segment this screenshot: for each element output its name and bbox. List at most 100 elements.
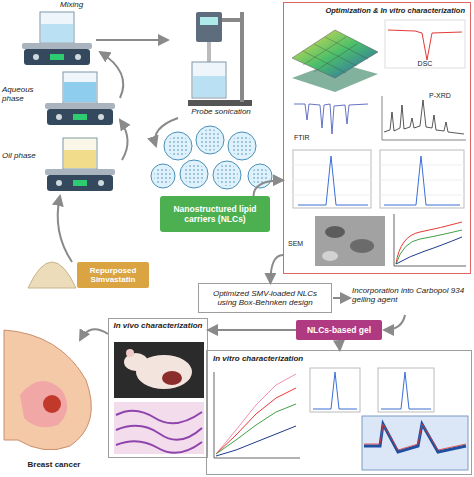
plate bbox=[45, 103, 115, 109]
ftir-curve bbox=[294, 104, 368, 134]
step-label: Probe sonication bbox=[176, 108, 266, 117]
display bbox=[50, 54, 64, 60]
axis bbox=[214, 372, 300, 458]
size-peak bbox=[313, 372, 357, 409]
display bbox=[200, 17, 218, 25]
plot-frame bbox=[293, 150, 371, 208]
flow-connector bbox=[270, 255, 283, 283]
in-vitro-panel: In vitro characterization bbox=[206, 350, 472, 475]
histology bbox=[114, 402, 204, 454]
rheology-line bbox=[364, 424, 466, 450]
liquid bbox=[41, 24, 73, 42]
plot-frame bbox=[385, 20, 465, 68]
response-surface bbox=[292, 30, 378, 78]
stirrer bbox=[45, 72, 115, 125]
particle bbox=[164, 132, 192, 160]
particle-core bbox=[167, 135, 189, 157]
beaker bbox=[192, 62, 226, 98]
particle-core bbox=[154, 167, 172, 185]
particle-core bbox=[199, 129, 221, 151]
tissue-strand bbox=[116, 411, 202, 453]
release-line bbox=[216, 388, 296, 454]
release-line bbox=[216, 404, 296, 454]
beaker bbox=[63, 72, 97, 103]
flow-arrow bbox=[80, 329, 108, 340]
release-curve bbox=[396, 222, 462, 264]
flow-arrow bbox=[384, 315, 405, 330]
plot-label: DSC bbox=[410, 60, 440, 68]
beaker bbox=[40, 12, 74, 43]
nlc-particles bbox=[151, 126, 272, 189]
flow-arrow bbox=[100, 52, 123, 98]
base bbox=[24, 49, 90, 65]
dsc-curve bbox=[388, 30, 462, 60]
carrier-box: Nanostructured lipid carriers (NLCs) bbox=[160, 196, 270, 232]
particle bbox=[213, 161, 241, 189]
plot-label: SEM bbox=[288, 240, 314, 248]
xrd-curve bbox=[384, 100, 464, 134]
flow-arrow bbox=[120, 120, 128, 160]
base bbox=[47, 175, 113, 191]
beaker bbox=[63, 138, 97, 169]
flow-connector bbox=[208, 329, 296, 331]
plot-frame bbox=[310, 368, 360, 412]
particle bbox=[228, 132, 256, 160]
gel-box: NLCs-based gel bbox=[296, 320, 382, 340]
plot-frame bbox=[380, 150, 464, 208]
particle bbox=[151, 164, 175, 188]
tumor bbox=[162, 371, 182, 385]
particle bbox=[196, 126, 224, 154]
knob bbox=[98, 114, 104, 120]
plot-frame bbox=[378, 368, 434, 412]
sonicator-head bbox=[196, 12, 222, 42]
process-box: Optimized SMV-loaded NLCs using Box-Behn… bbox=[198, 283, 332, 313]
plate bbox=[45, 169, 115, 175]
node-text: Nanostructured lipid carriers (NLCs) bbox=[164, 204, 266, 224]
flow-arrow bbox=[58, 196, 72, 262]
particle-core bbox=[251, 167, 269, 185]
node-text: Optimization & In vitro characterization bbox=[289, 6, 465, 15]
node-text: In vivo characterization bbox=[112, 321, 204, 330]
drug-box: Repurposed Simvastatin bbox=[77, 262, 149, 288]
step-label: Mixing bbox=[60, 1, 100, 10]
knob bbox=[98, 180, 104, 186]
release-curve bbox=[396, 230, 462, 264]
size-peak bbox=[298, 156, 368, 205]
node-text: NLCs-based gel bbox=[307, 325, 371, 335]
flow-arrow bbox=[96, 39, 168, 41]
tumor bbox=[43, 395, 61, 413]
release-curve bbox=[396, 237, 462, 264]
zeta-peak bbox=[381, 372, 431, 409]
plot-label: P-XRD bbox=[420, 92, 460, 100]
axis bbox=[382, 96, 466, 140]
base bbox=[47, 109, 113, 125]
particle-core bbox=[231, 135, 253, 157]
sem-particle bbox=[350, 239, 374, 253]
display bbox=[73, 180, 87, 186]
organ-label: Breast cancer bbox=[4, 461, 104, 470]
knob bbox=[56, 180, 62, 186]
rheology-plot bbox=[362, 416, 468, 470]
release-line bbox=[216, 426, 296, 456]
particle bbox=[248, 164, 272, 188]
plot-label: FTIR bbox=[294, 134, 324, 142]
particle-core bbox=[216, 164, 238, 186]
knob bbox=[56, 114, 62, 120]
flow-connector bbox=[254, 180, 284, 196]
knob bbox=[75, 54, 81, 60]
step-label: Oil phase bbox=[2, 152, 42, 161]
sem-particle bbox=[325, 226, 345, 238]
stand-rod bbox=[240, 12, 244, 102]
flow-connector bbox=[338, 340, 341, 350]
zeta-peak bbox=[384, 156, 460, 205]
flow-arrow bbox=[333, 297, 350, 299]
particle-core bbox=[183, 163, 205, 185]
sem-image bbox=[315, 216, 385, 266]
breast-illustration bbox=[4, 330, 91, 450]
particle bbox=[180, 160, 208, 188]
axis bbox=[394, 214, 466, 266]
surface-grid bbox=[303, 37, 368, 73]
stirrer bbox=[22, 12, 92, 65]
node-text: In vitro characterization bbox=[213, 354, 465, 363]
